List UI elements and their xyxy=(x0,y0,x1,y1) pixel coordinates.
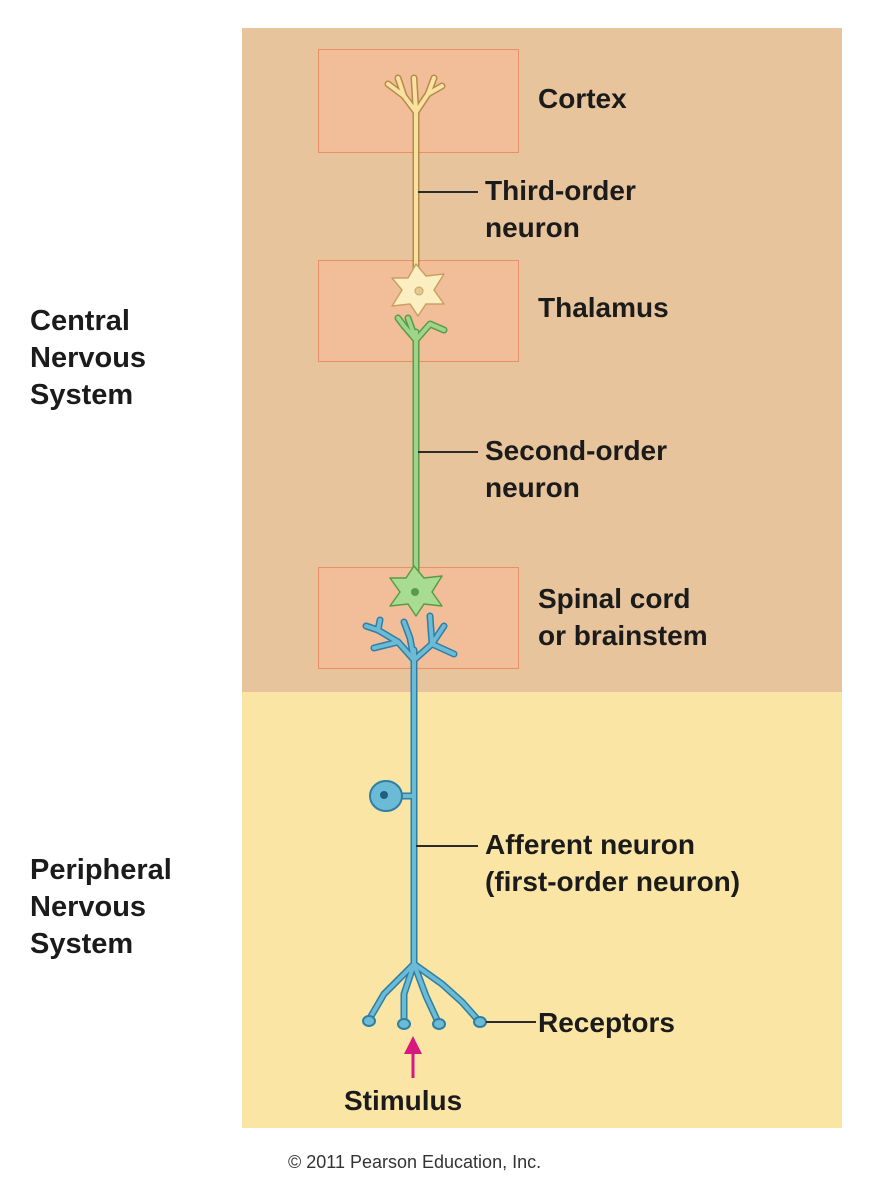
afferent-neuron xyxy=(362,612,487,1030)
thalamus-label: Thalamus xyxy=(538,292,669,323)
second-order-neuron xyxy=(389,314,448,617)
copyright-notice: © 2011 Pearson Education, Inc. xyxy=(288,1152,542,1172)
second-order-neuron-label: Second-order neuron xyxy=(485,435,668,503)
pns-background xyxy=(242,692,842,1128)
third-order-neuron xyxy=(384,74,446,317)
stimulus-arrow xyxy=(404,1036,422,1078)
stimulus-label: Stimulus xyxy=(344,1085,463,1116)
cortex-label: Cortex xyxy=(538,83,627,114)
receptor-endings xyxy=(362,1015,487,1030)
pns-label: Peripheral Nervous System xyxy=(30,854,172,960)
receptors-label: Receptors xyxy=(538,1007,675,1038)
cns-label: Central Nervous System xyxy=(30,305,147,411)
spinal-cord-label: Spinal cord or brainstem xyxy=(538,583,708,651)
afferent-neuron-label: Afferent neuron (first-order neuron) xyxy=(485,829,741,897)
third-order-neuron-label: Third-order neuron xyxy=(485,175,636,243)
leader-lines xyxy=(416,191,536,1023)
